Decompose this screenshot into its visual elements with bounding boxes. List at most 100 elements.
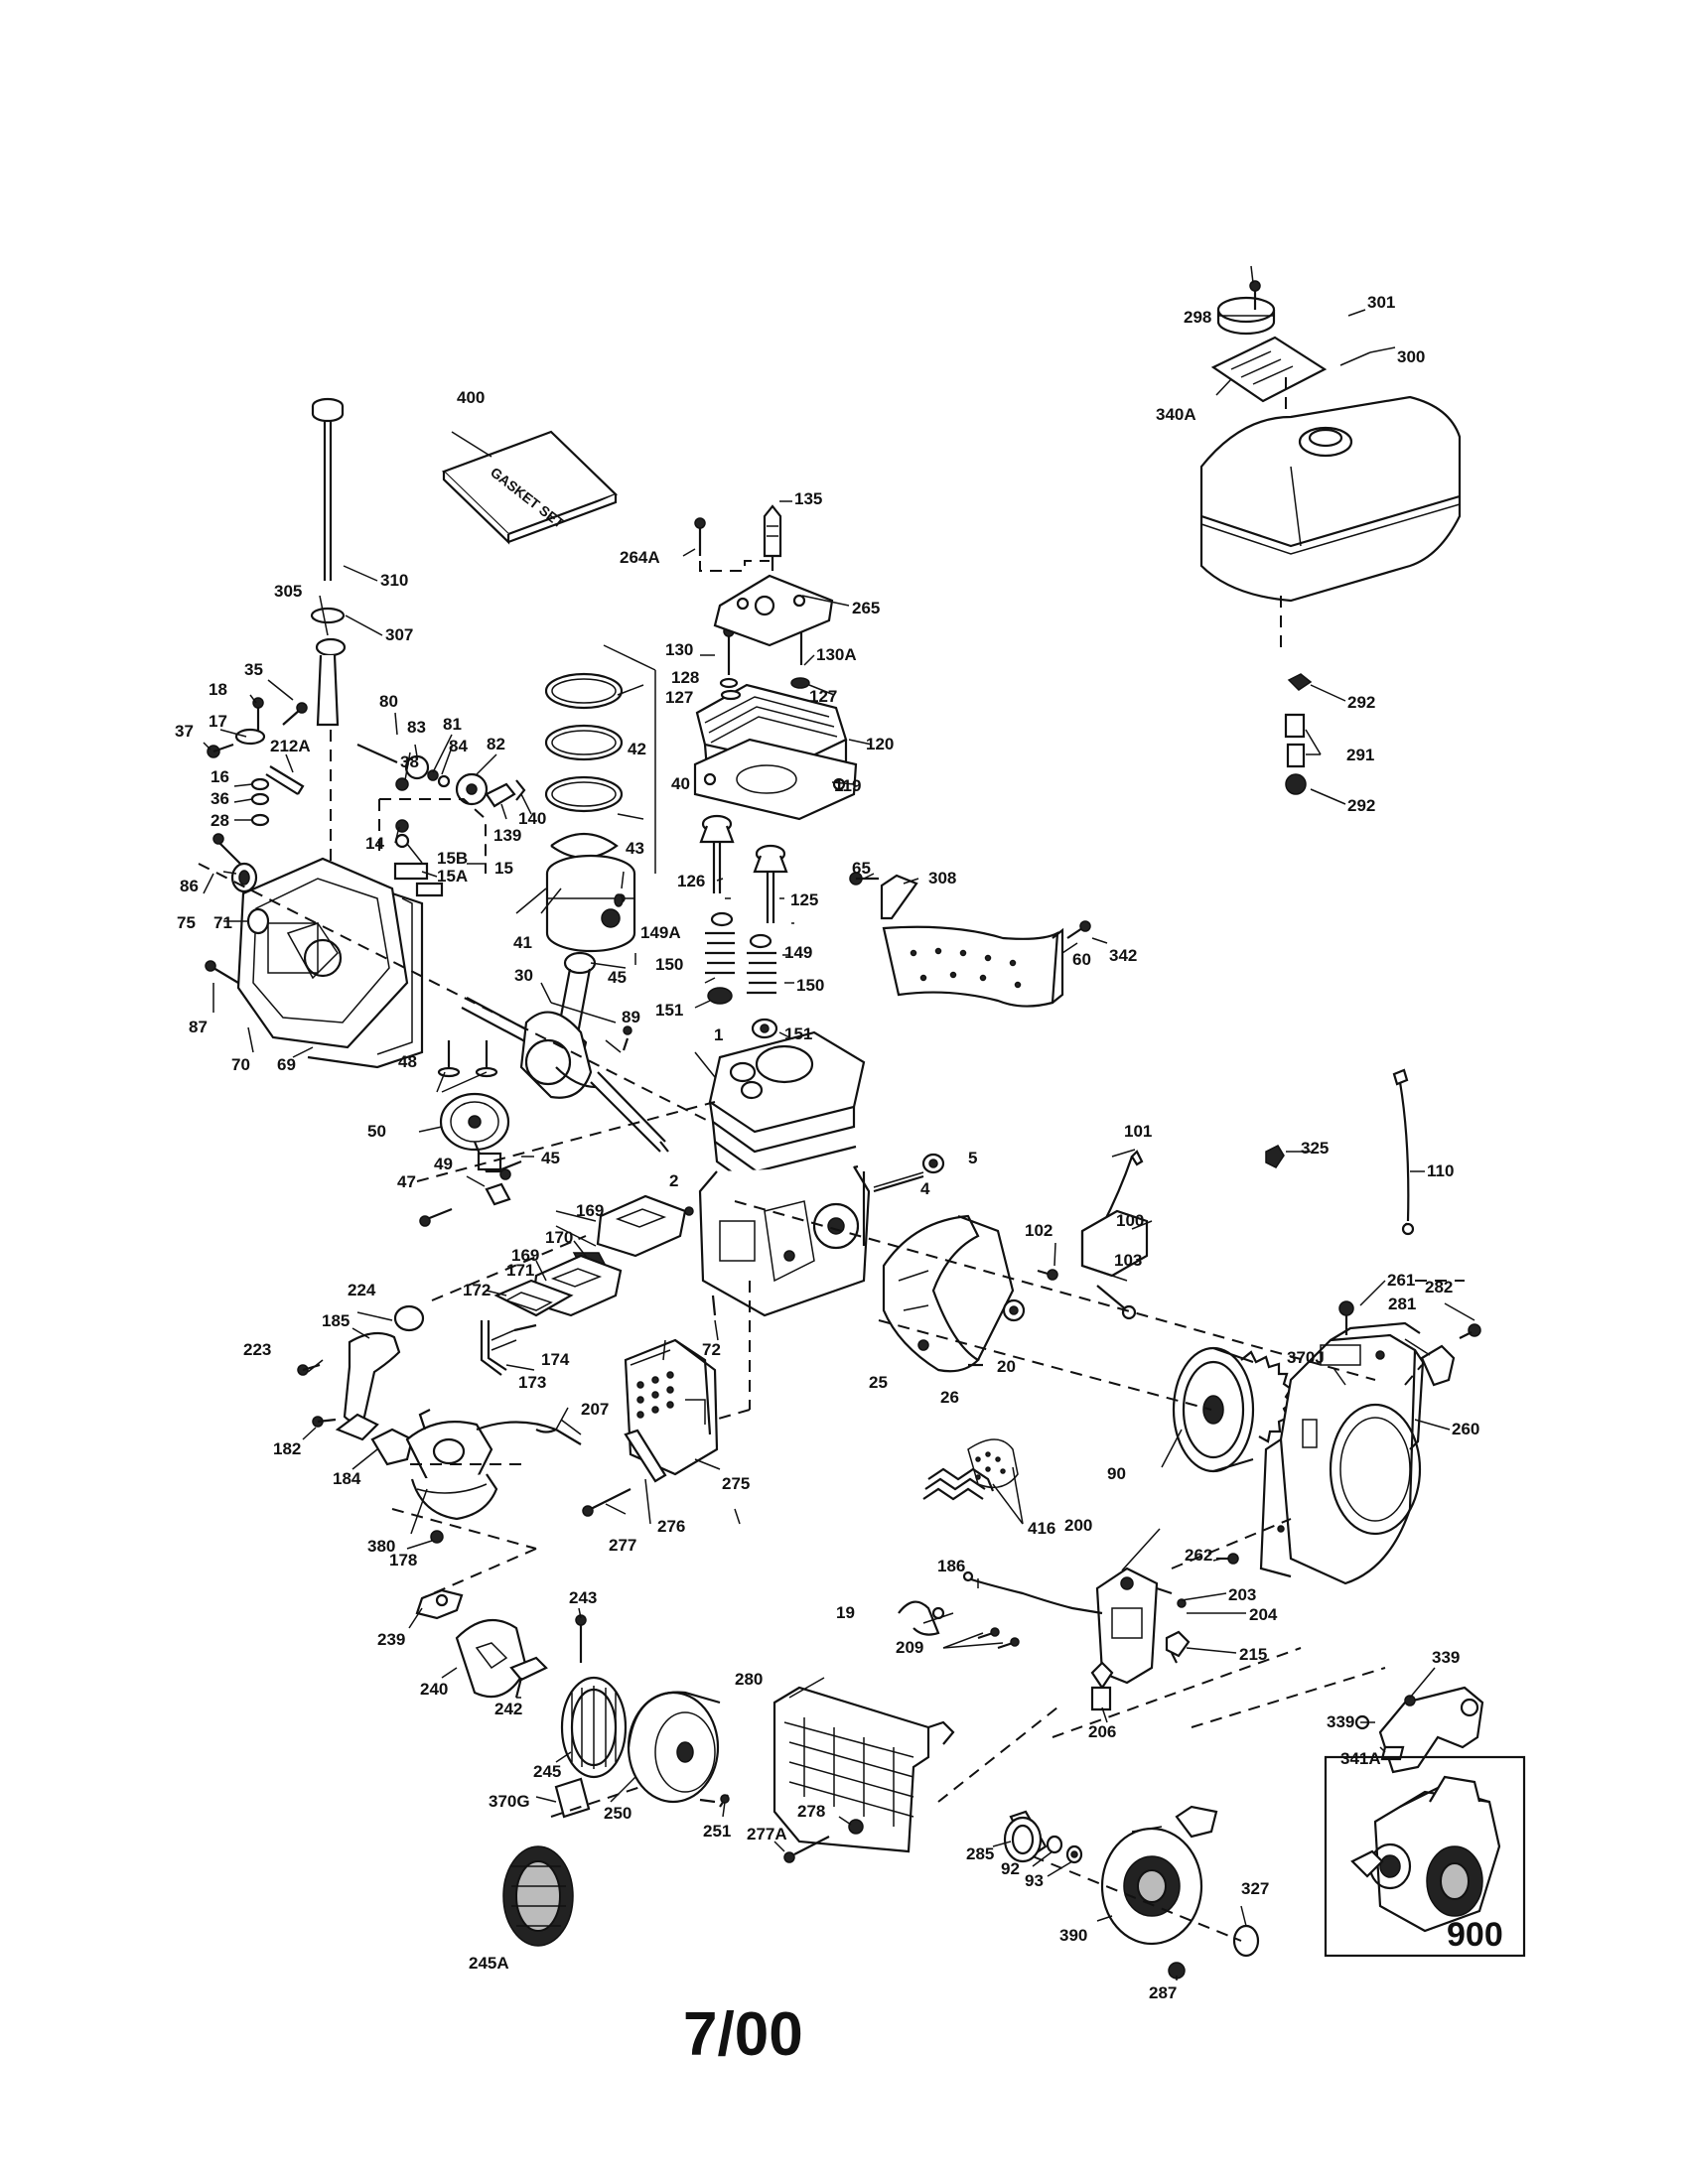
backplate	[882, 1214, 1015, 1373]
part-label-93: 93	[1025, 1871, 1044, 1890]
fuel-tank-assembly	[1199, 280, 1462, 795]
part-label-169-lower: 169	[511, 1246, 539, 1265]
part-label-149: 149	[784, 943, 812, 962]
part-label-172: 172	[463, 1281, 491, 1299]
part-label-90: 90	[1107, 1464, 1126, 1483]
part-label-287: 287	[1149, 1983, 1177, 2002]
air-filter-parts	[415, 1588, 730, 1947]
part-label-82: 82	[487, 735, 505, 753]
part-label-83: 83	[407, 718, 426, 737]
part-label-38: 38	[400, 752, 419, 771]
part-label-339-upper: 339	[1432, 1648, 1460, 1667]
inset-frame	[1324, 1755, 1526, 1958]
part-label-25: 25	[869, 1373, 888, 1392]
part-label-277a: 277A	[747, 1825, 787, 1843]
part-label-340a: 340A	[1156, 405, 1196, 424]
part-label-325: 325	[1301, 1139, 1329, 1158]
part-drawings: GASKET SET	[205, 280, 1526, 1979]
link-rod	[1392, 1068, 1415, 1236]
part-label-207: 207	[581, 1400, 609, 1419]
part-label-342: 342	[1109, 946, 1137, 965]
part-label-292-lower: 292	[1347, 796, 1375, 815]
part-label-185: 185	[322, 1311, 350, 1330]
part-label-19: 19	[836, 1603, 855, 1622]
part-label-150-left: 150	[655, 955, 683, 974]
part-label-171: 171	[506, 1261, 534, 1280]
part-label-223: 223	[243, 1340, 271, 1359]
part-label-184: 184	[333, 1469, 361, 1488]
part-label-174: 174	[541, 1350, 570, 1369]
part-label-251: 251	[703, 1822, 731, 1841]
part-label-101: 101	[1124, 1122, 1152, 1141]
brackets-339-341a	[1354, 1686, 1484, 1774]
housing-fasteners	[1216, 1300, 1481, 1565]
part-label-26: 26	[940, 1388, 959, 1407]
part-label-1: 1	[714, 1025, 723, 1044]
part-label-150-right: 150	[796, 976, 824, 995]
pin-72-drawing	[711, 1295, 717, 1316]
valves-and-springs	[699, 814, 788, 1039]
recoil-starter	[1003, 1805, 1260, 1979]
part-label-40: 40	[671, 774, 690, 793]
part-label-70: 70	[231, 1055, 250, 1074]
part-label-170: 170	[545, 1228, 573, 1247]
part-label-15: 15	[494, 859, 513, 878]
clip-drawing	[1265, 1145, 1285, 1168]
governor-arm-parts	[356, 743, 526, 808]
part-label-5: 5	[968, 1149, 977, 1167]
part-label-275: 275	[722, 1474, 750, 1493]
part-label-35: 35	[244, 660, 263, 679]
part-label-20: 20	[997, 1357, 1016, 1376]
part-label-276: 276	[657, 1517, 685, 1536]
part-label-282: 282	[1425, 1278, 1453, 1297]
small-misc-parts	[419, 893, 945, 1227]
part-label-277: 277	[609, 1536, 636, 1555]
part-label-305: 305	[274, 582, 302, 601]
part-label-240: 240	[420, 1680, 448, 1699]
part-label-151-right: 151	[784, 1024, 812, 1043]
part-label-209: 209	[896, 1638, 923, 1657]
part-label-17: 17	[209, 712, 227, 731]
part-label-41: 41	[513, 933, 532, 952]
part-label-380: 380	[367, 1537, 395, 1556]
part-label-37: 37	[175, 722, 194, 741]
part-label-130: 130	[665, 640, 693, 659]
part-label-245a: 245A	[469, 1954, 509, 1973]
part-label-186: 186	[937, 1557, 965, 1575]
part-label-45-upper: 45	[608, 968, 627, 987]
part-label-250: 250	[604, 1804, 632, 1823]
part-label-300: 300	[1397, 347, 1425, 366]
part-label-339-lower: 339	[1327, 1712, 1354, 1731]
flywheel	[1172, 1346, 1294, 1473]
part-label-280: 280	[735, 1670, 763, 1689]
part-label-127-left: 127	[665, 688, 693, 707]
part-label-4: 4	[920, 1179, 930, 1198]
part-label-120: 120	[866, 735, 894, 753]
part-label-130a: 130A	[816, 645, 857, 664]
part-label-81: 81	[443, 715, 462, 734]
governor-bracket	[378, 798, 487, 897]
part-label-18: 18	[209, 680, 227, 699]
muffler-275	[624, 1338, 719, 1476]
part-label-103: 103	[1114, 1251, 1142, 1270]
part-label-262: 262	[1185, 1546, 1212, 1565]
spark-plug-and-bracket	[694, 504, 834, 647]
part-label-71: 71	[213, 913, 232, 932]
part-label-110: 110	[1427, 1161, 1454, 1180]
bushing-20-hole	[1009, 1305, 1019, 1315]
part-label-89: 89	[622, 1008, 640, 1026]
part-label-45-lower: 45	[541, 1149, 560, 1167]
part-label-125: 125	[790, 890, 818, 909]
cylinder-block	[698, 1030, 871, 1317]
control-bracket	[898, 1567, 1191, 1711]
part-label-370j: 370J	[1287, 1348, 1325, 1367]
part-label-261: 261	[1387, 1271, 1415, 1290]
cam-gear	[439, 1092, 510, 1173]
part-label-370g: 370G	[489, 1792, 530, 1811]
part-label-87: 87	[189, 1018, 208, 1036]
part-labels: 1 2 4 5 14 15 15A 15B 16 17 18 19 20 25 …	[175, 293, 1479, 2002]
part-label-239: 239	[377, 1630, 405, 1649]
revision-date: 7/00	[683, 2000, 803, 2069]
part-label-86: 86	[180, 877, 199, 895]
